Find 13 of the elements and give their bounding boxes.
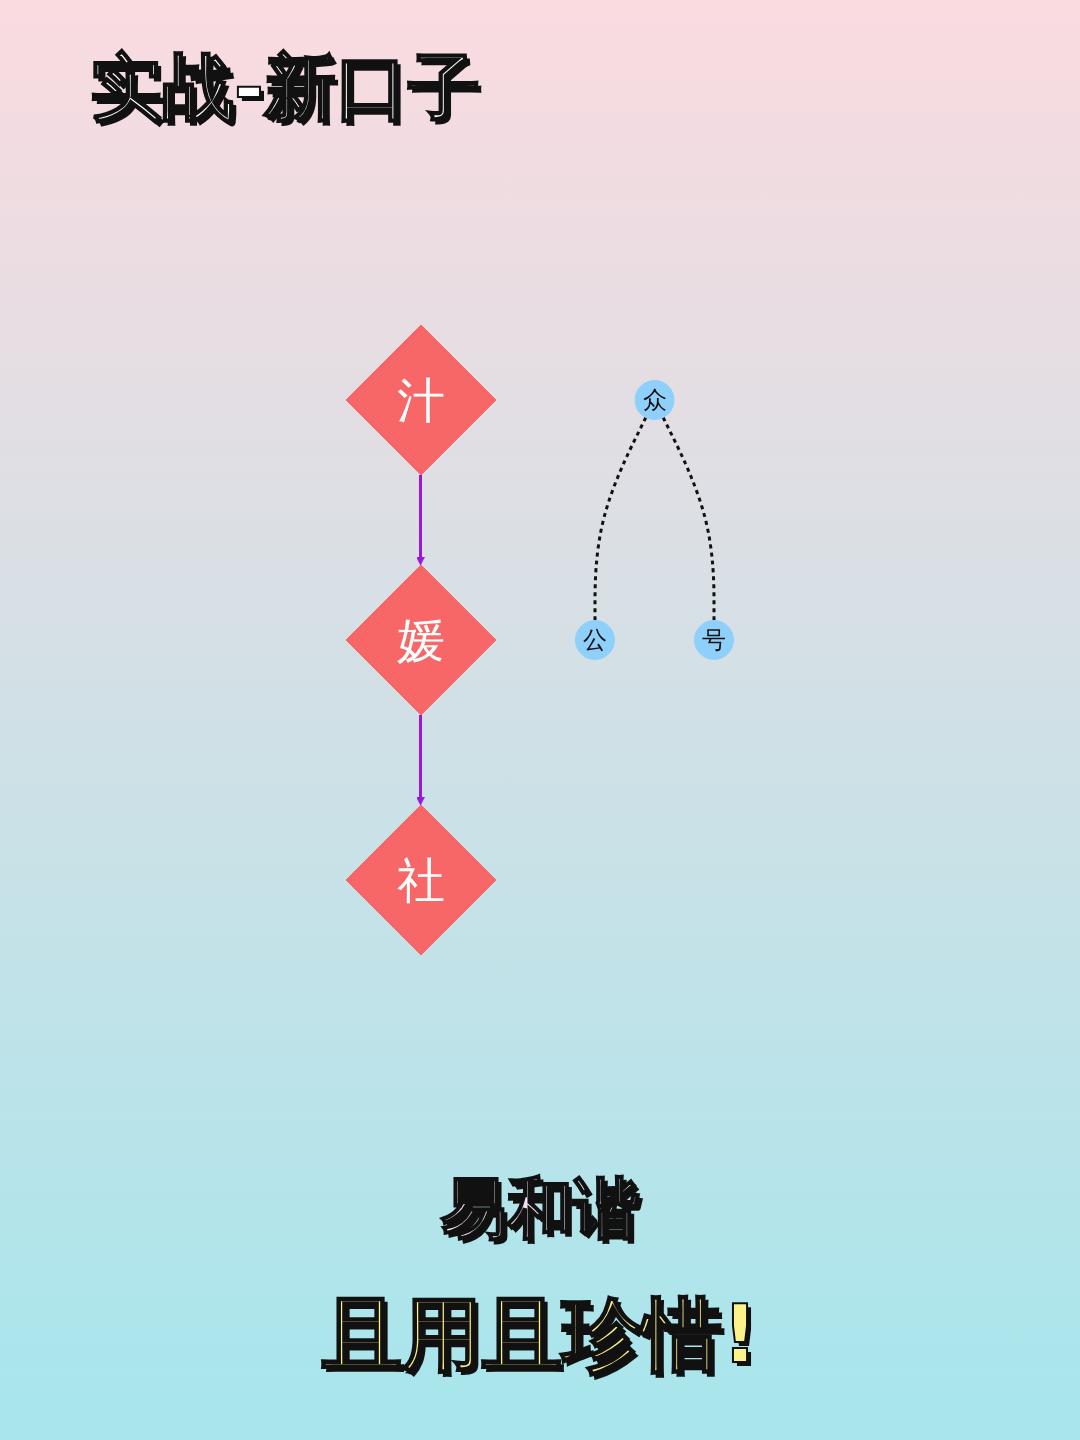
node-circle: 公 — [575, 620, 616, 660]
title: 实战-新口子 — [90, 44, 480, 131]
node-diamond: 汁 — [345, 324, 497, 476]
arrow — [416, 475, 426, 566]
connector — [662, 416, 716, 621]
connector — [593, 416, 648, 621]
node-circle: 众 — [634, 380, 675, 420]
node-diamond: 社 — [345, 804, 497, 956]
node-circle: 号 — [694, 620, 735, 660]
arrow — [416, 715, 426, 806]
slogan-text: 且用且珍惜! — [321, 1287, 759, 1383]
slogan-text: 易和谐 — [441, 1169, 639, 1249]
node-diamond: 媛 — [345, 564, 497, 716]
